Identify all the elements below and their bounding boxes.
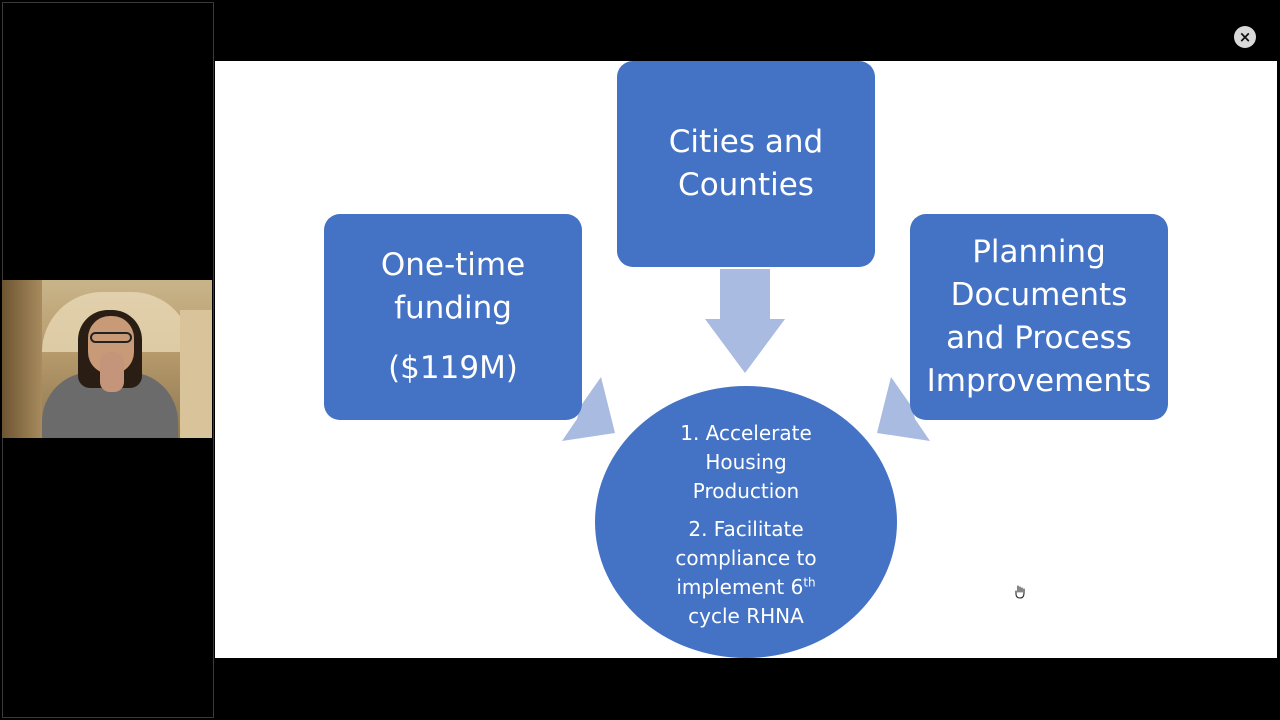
goal-item-2: 2. Facilitate compliance to implement 6t… — [675, 515, 816, 631]
goal-text: cycle RHNA — [688, 604, 804, 628]
goal-text: compliance to — [675, 546, 817, 570]
close-icon[interactable]: × — [1234, 26, 1256, 48]
goal-item-1: 1. Accelerate Housing Production — [680, 419, 812, 506]
presentation-slide: Cities and Counties One-time funding ($1… — [215, 61, 1277, 658]
box-text: funding — [394, 290, 512, 326]
box-text: Counties — [678, 167, 814, 203]
goal-text: 2. Facilitate — [688, 517, 804, 541]
person-figure — [90, 332, 132, 343]
arrow-diagonal-left — [562, 377, 615, 441]
planning-documents-box: Planning Documents and Process Improveme… — [910, 214, 1168, 420]
box-text: ($119M) — [388, 350, 518, 386]
box-text: Improvements — [926, 363, 1152, 399]
goal-text: Housing — [705, 450, 787, 474]
video-background — [2, 280, 42, 438]
flow-arrows — [562, 269, 930, 441]
participant-video[interactable] — [2, 280, 212, 438]
cities-counties-box: Cities and Counties — [617, 61, 875, 267]
superscript: th — [803, 575, 816, 590]
hand-cursor-icon — [1015, 585, 1025, 599]
box-text: Planning — [972, 234, 1106, 270]
goal-text-line: implement 6th — [675, 573, 816, 602]
arrow-down — [705, 269, 785, 373]
box-text: and Process — [946, 320, 1132, 356]
goals-circle: 1. Accelerate Housing Production 2. Faci… — [595, 386, 897, 658]
box-text: Documents — [950, 277, 1128, 313]
goal-text: Production — [692, 479, 800, 503]
person-figure — [100, 352, 124, 392]
arrow-diagonal-right — [877, 377, 930, 441]
funding-box: One-time funding ($119M) — [324, 214, 582, 420]
goal-text: implement 6 — [676, 575, 804, 599]
goal-text: 1. Accelerate — [680, 421, 812, 445]
box-text: One-time — [380, 247, 526, 283]
video-background — [180, 310, 212, 438]
box-text: Cities and — [668, 124, 824, 160]
